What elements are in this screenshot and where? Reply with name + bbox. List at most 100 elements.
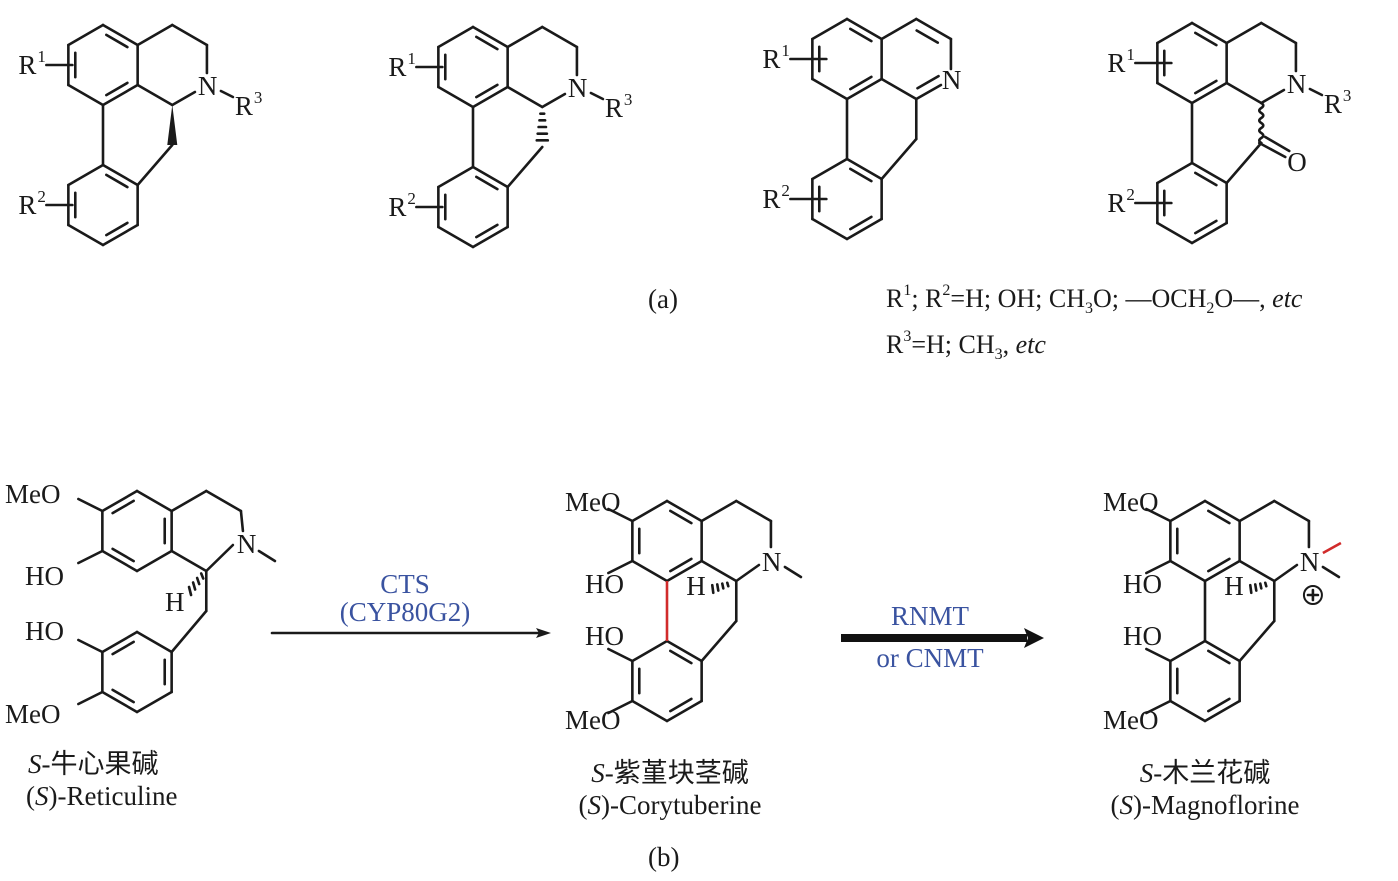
r-symbol: R: [605, 93, 623, 123]
bond: [1238, 499, 1276, 523]
bond: [101, 489, 139, 513]
stereo-descriptor: S: [1119, 790, 1134, 821]
double-bond-line: [849, 167, 873, 183]
r-symbol: R: [388, 192, 406, 222]
bond: [204, 489, 243, 513]
bond: [437, 25, 475, 49]
bond: [845, 17, 883, 41]
hydrogen-atom: H: [686, 571, 706, 601]
chinese-text: -木兰花碱: [1153, 758, 1271, 788]
english-text: )-Corytuberine: [601, 790, 762, 821]
wavy-bond: [1258, 101, 1265, 145]
bond: [715, 583, 720, 592]
bond: [77, 549, 104, 565]
bond: [191, 581, 197, 591]
double-bond-line: [916, 74, 940, 90]
bond: [734, 499, 773, 523]
bond: [67, 223, 105, 247]
bond: [1190, 81, 1228, 105]
double-bond-line: [105, 81, 129, 97]
double-bond-line: [111, 499, 135, 515]
bond: [257, 549, 277, 563]
bond: [135, 549, 173, 573]
bond: [1203, 559, 1241, 583]
bond: [170, 549, 208, 573]
bond: [720, 582, 725, 590]
bond: [437, 85, 475, 109]
r-symbol: R: [388, 52, 406, 82]
bond: [67, 23, 105, 47]
double-bond-line: [111, 640, 135, 656]
bond: [845, 157, 883, 181]
legend-text: =H; OH; CH: [950, 284, 1085, 313]
bond: [170, 90, 197, 107]
r-superscript: 3: [624, 90, 633, 109]
bond: [101, 549, 139, 573]
bond: [1263, 135, 1291, 153]
double-bond-line: [105, 173, 129, 189]
bond: [1169, 559, 1207, 583]
double-bond-line: [849, 27, 873, 43]
english-name: (S)-Reticuline: [26, 780, 240, 812]
bond: [914, 83, 943, 101]
double-bond-line: [105, 221, 129, 237]
hydroxy-group: HO: [1123, 569, 1162, 599]
nitrogen-atom: N: [237, 529, 257, 559]
legend-text: =H; CH: [911, 330, 995, 359]
r-superscript: 2: [407, 189, 416, 208]
hydroxy-group: HO: [25, 616, 64, 646]
hydrogen-atom: H: [1224, 571, 1244, 601]
bond: [783, 565, 803, 579]
english-name: (S)-Corytuberine: [530, 789, 810, 821]
double-bond-line: [1194, 219, 1218, 235]
r1-superscript: 1: [903, 282, 912, 299]
double-bond-line: [1207, 649, 1231, 665]
charge-circle: [1302, 585, 1323, 605]
methoxy-group: MeO: [1103, 705, 1159, 735]
bond: [734, 563, 761, 583]
bond: [811, 157, 849, 181]
methoxy-group: MeO: [1103, 487, 1159, 517]
bond: [135, 690, 173, 714]
bond: [1225, 81, 1263, 105]
panel-b-label: (b): [648, 842, 680, 872]
compound-name-corytuberine: S-紫堇块茎碱 (S)-Corytuberine: [530, 757, 810, 822]
bond: [136, 143, 174, 187]
bond: [700, 559, 738, 583]
r2-superscript: 2: [942, 282, 951, 299]
r-superscript: 1: [1126, 45, 1135, 64]
separator: ; R: [911, 284, 943, 313]
bond: [136, 83, 174, 107]
bond: [506, 25, 544, 49]
bond: [589, 91, 605, 101]
bond: [665, 499, 703, 523]
bond: [1203, 499, 1241, 523]
bond: [170, 489, 208, 513]
bond: [67, 163, 105, 187]
bond: [1145, 507, 1172, 523]
bond: [1263, 581, 1268, 588]
bond: [607, 559, 634, 575]
substituent-legend-line-2: R3=H; CH3, etc: [886, 328, 1046, 363]
bond: [1145, 559, 1172, 575]
legend-text: O—,: [1214, 284, 1273, 313]
bond: [1169, 639, 1207, 663]
chinese-name: S-牛心果碱: [28, 748, 240, 780]
hydrogen-atom: H: [165, 587, 185, 617]
bond: [540, 92, 567, 109]
legend-text: O; —OCH: [1092, 284, 1207, 313]
r-symbol: R: [1107, 48, 1125, 78]
bond: [607, 647, 634, 663]
nitrogen-atom: N: [198, 71, 218, 101]
bond: [1145, 647, 1172, 663]
bond: [845, 217, 883, 241]
r-symbol: R: [235, 91, 253, 121]
bond: [471, 225, 509, 249]
